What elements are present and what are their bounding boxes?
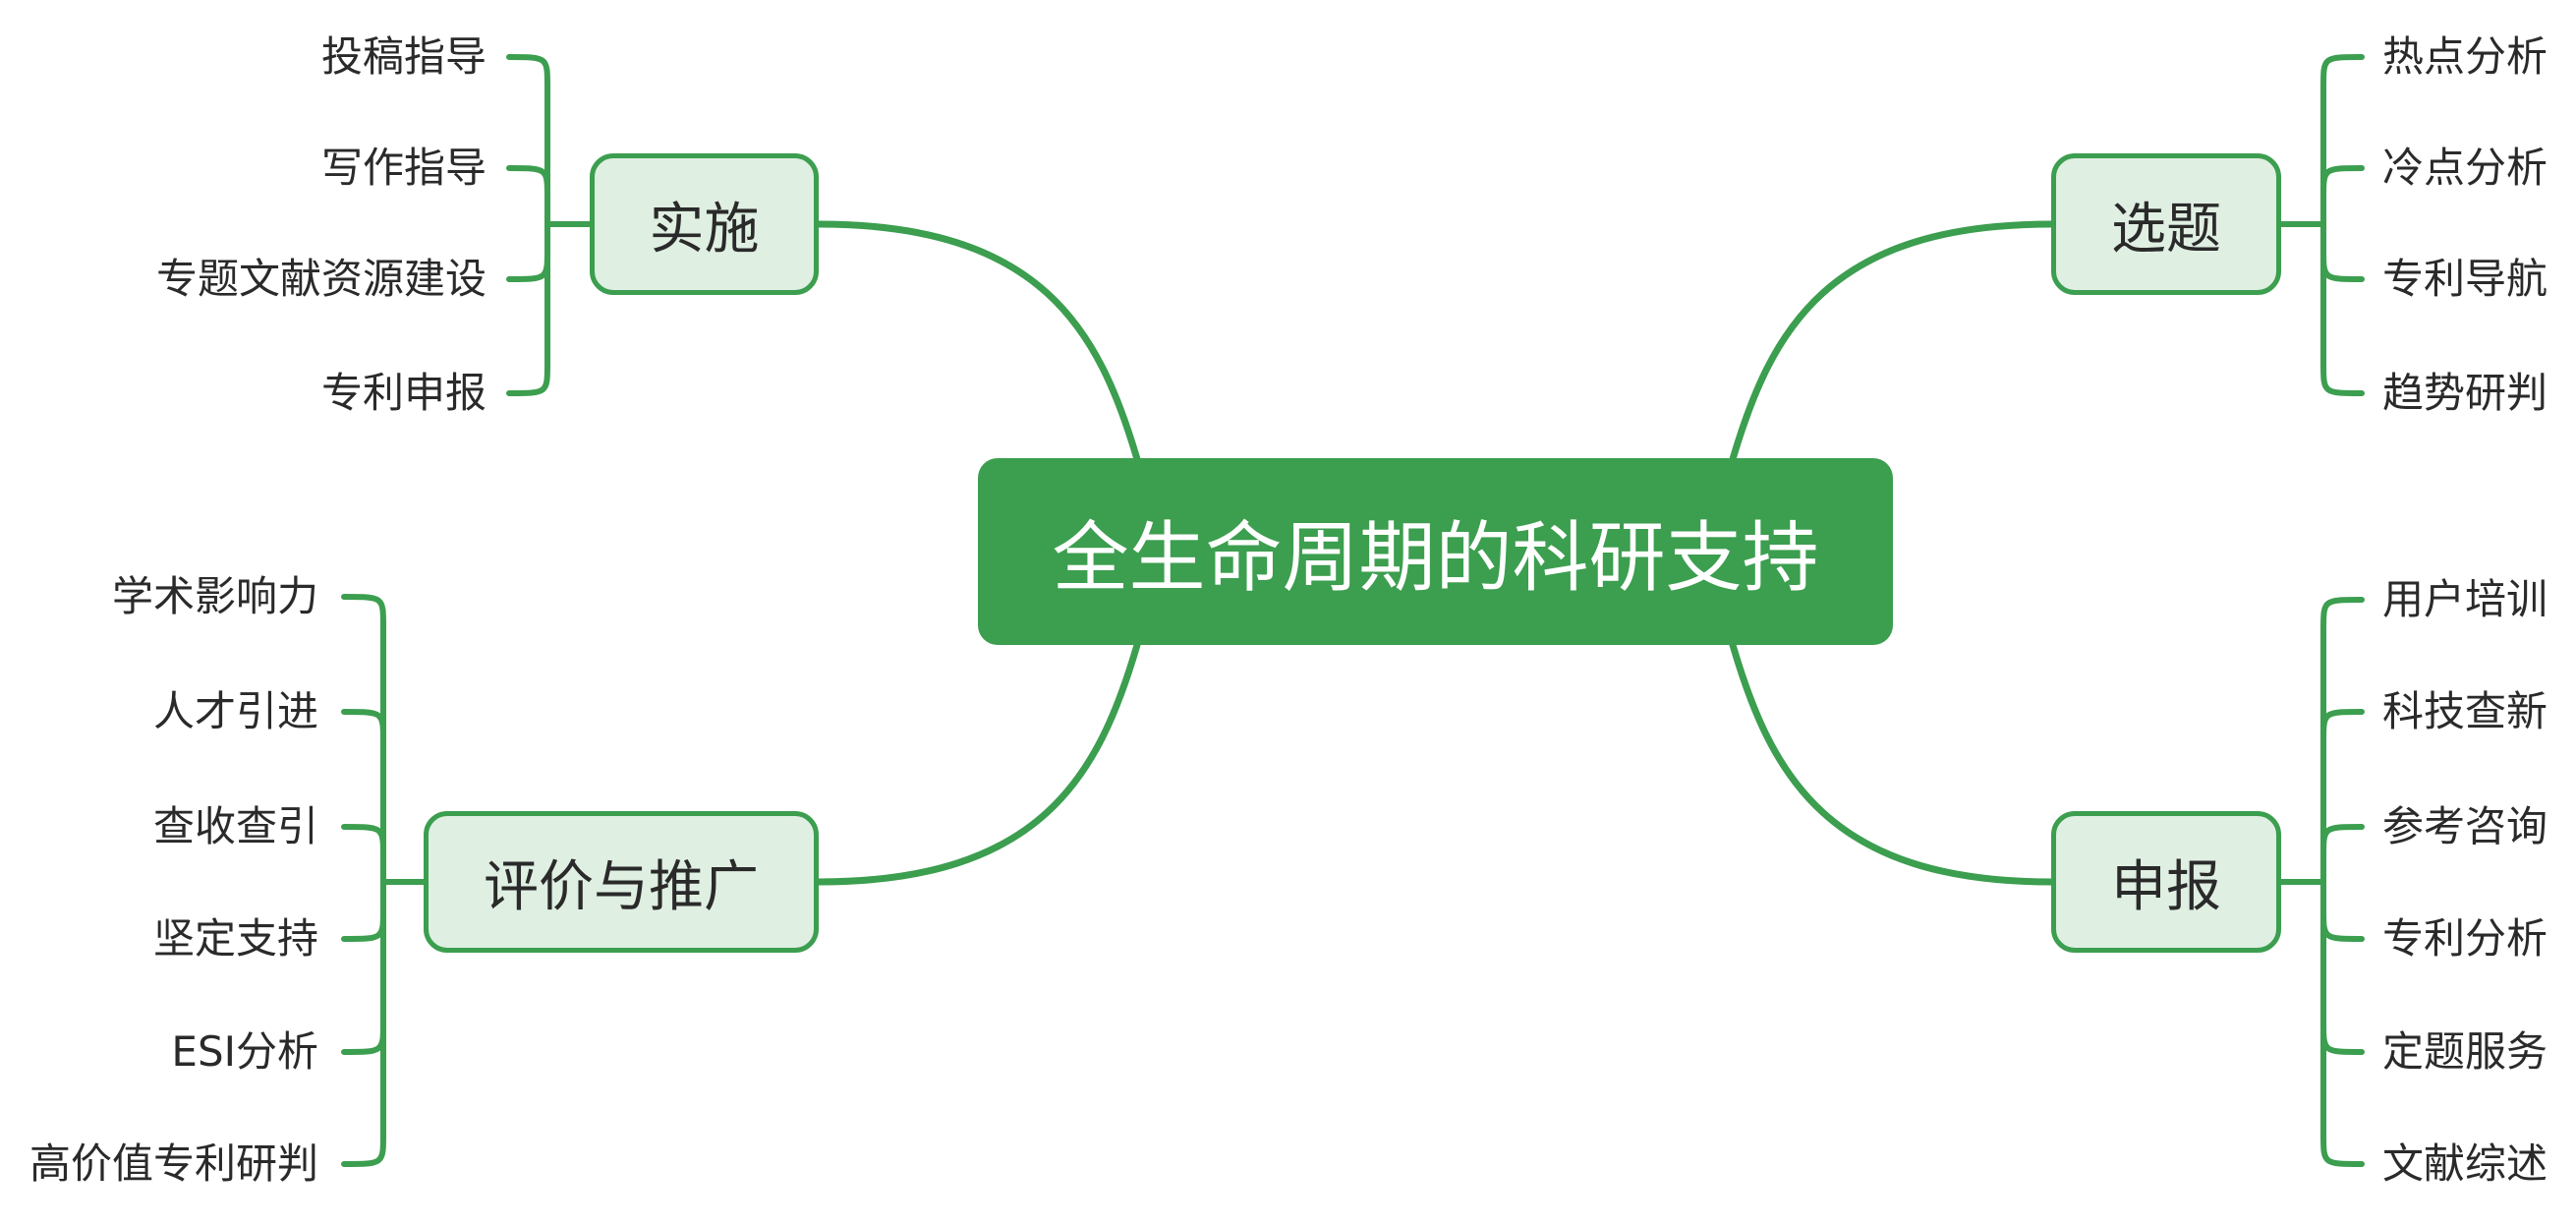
main-connector bbox=[1729, 641, 2055, 886]
subtopic-label[interactable]: 参考咨询 bbox=[2382, 802, 2548, 850]
subtopic-label[interactable]: 科技查新 bbox=[2382, 687, 2548, 735]
subtopic-label[interactable]: 查收查引 bbox=[152, 802, 318, 850]
subtopic-label[interactable]: 热点分析 bbox=[2382, 32, 2548, 81]
main-connector bbox=[815, 641, 1141, 886]
leaf-connector bbox=[2320, 906, 2365, 942]
leaf-connector bbox=[341, 709, 386, 744]
leaf-connector bbox=[341, 906, 386, 942]
leaf-connector bbox=[2320, 1132, 2365, 1167]
branch-topic-bottom-left[interactable]: 评价与推广 bbox=[424, 811, 819, 953]
leaf-connector bbox=[2320, 54, 2365, 89]
leaf-connector bbox=[341, 594, 386, 629]
leaf-connector bbox=[2320, 1020, 2365, 1055]
leaf-connector bbox=[2320, 709, 2365, 744]
subtopic-label[interactable]: 投稿指导 bbox=[320, 32, 487, 81]
subtopic-label[interactable]: 专题文献资源建设 bbox=[155, 255, 487, 303]
branch-topic-bottom-right[interactable]: 申报 bbox=[2051, 811, 2281, 953]
main-connector bbox=[1729, 220, 2055, 463]
branch-topic-top-left[interactable]: 实施 bbox=[590, 153, 819, 295]
leaf-connector bbox=[506, 165, 550, 201]
subtopic-label[interactable]: 趋势研判 bbox=[2382, 369, 2548, 417]
leaf-connector bbox=[341, 824, 386, 859]
leaf-connector bbox=[2320, 597, 2365, 632]
leaf-connector bbox=[341, 1020, 386, 1055]
subtopic-label[interactable]: 定题服务 bbox=[2382, 1027, 2548, 1076]
leaf-connector bbox=[2320, 361, 2365, 396]
subtopic-label[interactable]: 用户培训 bbox=[2382, 575, 2548, 623]
leaf-connector bbox=[2320, 824, 2365, 859]
subtopic-label[interactable]: 高价值专利研判 bbox=[29, 1139, 318, 1188]
subtopic-label[interactable]: 专利申报 bbox=[320, 369, 487, 417]
subtopic-label[interactable]: 专利导航 bbox=[2382, 255, 2548, 303]
leaf-connector bbox=[506, 247, 550, 282]
main-connector bbox=[815, 220, 1141, 463]
subtopic-label[interactable]: 坚定支持 bbox=[152, 914, 318, 963]
subtopic-label[interactable]: 写作指导 bbox=[320, 144, 487, 192]
leaf-connector bbox=[506, 54, 550, 89]
subtopic-label[interactable]: 文献综述 bbox=[2382, 1139, 2548, 1188]
leaf-connector bbox=[506, 361, 550, 396]
leaf-connector bbox=[341, 1132, 386, 1167]
subtopic-label[interactable]: 人才引进 bbox=[152, 687, 318, 735]
central-topic[interactable]: 全生命周期的科研支持 bbox=[978, 458, 1893, 645]
subtopic-label[interactable]: 专利分析 bbox=[2382, 914, 2548, 963]
subtopic-label[interactable]: 冷点分析 bbox=[2382, 144, 2548, 192]
subtopic-label[interactable]: ESI分析 bbox=[171, 1027, 318, 1076]
leaf-connector bbox=[2320, 165, 2365, 201]
leaf-connector bbox=[2320, 247, 2365, 282]
subtopic-label[interactable]: 学术影响力 bbox=[111, 572, 318, 620]
branch-topic-top-right[interactable]: 选题 bbox=[2051, 153, 2281, 295]
